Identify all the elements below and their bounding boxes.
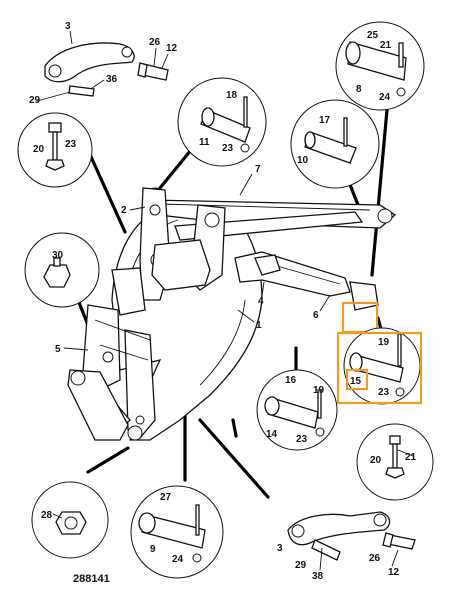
detail-pin-14: 16 19 14 23	[256, 369, 338, 451]
detail-pin-11: 18 11 23	[177, 77, 267, 167]
detail-pin-10: 17 10	[290, 99, 380, 189]
callout-23d: 23	[296, 434, 308, 445]
callout-28: 28	[41, 510, 53, 521]
callout-30: 30	[52, 250, 64, 261]
callout-3b: 3	[277, 543, 283, 554]
callout-15: 15	[350, 376, 362, 387]
callout-19b: 19	[313, 385, 325, 396]
callout-17: 17	[319, 115, 331, 126]
callout-16: 16	[285, 375, 297, 386]
highlight-box-main	[336, 331, 423, 405]
callout-21b: 21	[405, 452, 417, 463]
callout-24a: 24	[379, 92, 391, 103]
callout-7: 7	[255, 164, 261, 175]
drawing-number: 288141	[73, 573, 110, 585]
callout-18: 18	[226, 90, 238, 101]
callout-9: 9	[150, 544, 156, 555]
loader-frame	[67, 187, 397, 441]
callout-10: 10	[297, 155, 309, 166]
callout-21a: 21	[380, 40, 392, 51]
callout-36: 36	[106, 74, 118, 85]
main-callouts: 7 2 4 1 6 5	[55, 164, 331, 355]
callout-8: 8	[356, 84, 362, 95]
callout-29a: 29	[29, 95, 41, 106]
callout-26b: 26	[369, 553, 381, 564]
callout-20a: 20	[33, 144, 45, 155]
callout-12b: 12	[388, 567, 400, 578]
callout-27: 27	[160, 492, 172, 503]
callout-6: 6	[313, 310, 319, 321]
detail-link-bar: 3 26 12 36 29 20 23	[17, 21, 178, 188]
callout-29b: 29	[295, 560, 307, 571]
detail-washer-28: 28	[31, 481, 109, 559]
callout-1: 1	[256, 320, 262, 331]
callout-23b: 23	[222, 143, 234, 154]
callout-24b: 24	[172, 554, 184, 565]
callout-19a: 19	[378, 337, 390, 348]
callout-23a: 23	[65, 139, 77, 150]
callout-4: 4	[258, 296, 264, 307]
highlight-box-label-15	[345, 368, 369, 391]
callout-11: 11	[199, 137, 210, 148]
detail-nut-30: 30	[24, 232, 100, 308]
callout-2: 2	[121, 205, 127, 216]
callout-12a: 12	[166, 43, 178, 54]
detail-pin-9: 27 9 24	[130, 485, 224, 579]
detail-pin-15: 19 23 15	[336, 301, 423, 405]
detail-pin-8: 25 21 8 24	[335, 21, 425, 111]
detail-link-bar-bottom: 3 29 38 26 12	[277, 511, 416, 582]
callout-20b: 20	[370, 455, 382, 466]
callout-26a: 26	[149, 37, 161, 48]
callout-23c: 23	[378, 387, 390, 398]
detail-bolt-20-right: 20 21	[356, 423, 434, 501]
callout-25: 25	[367, 30, 379, 41]
callout-38: 38	[312, 571, 324, 582]
callout-14: 14	[266, 429, 278, 440]
callout-3: 3	[65, 21, 71, 32]
callout-5: 5	[55, 344, 61, 355]
